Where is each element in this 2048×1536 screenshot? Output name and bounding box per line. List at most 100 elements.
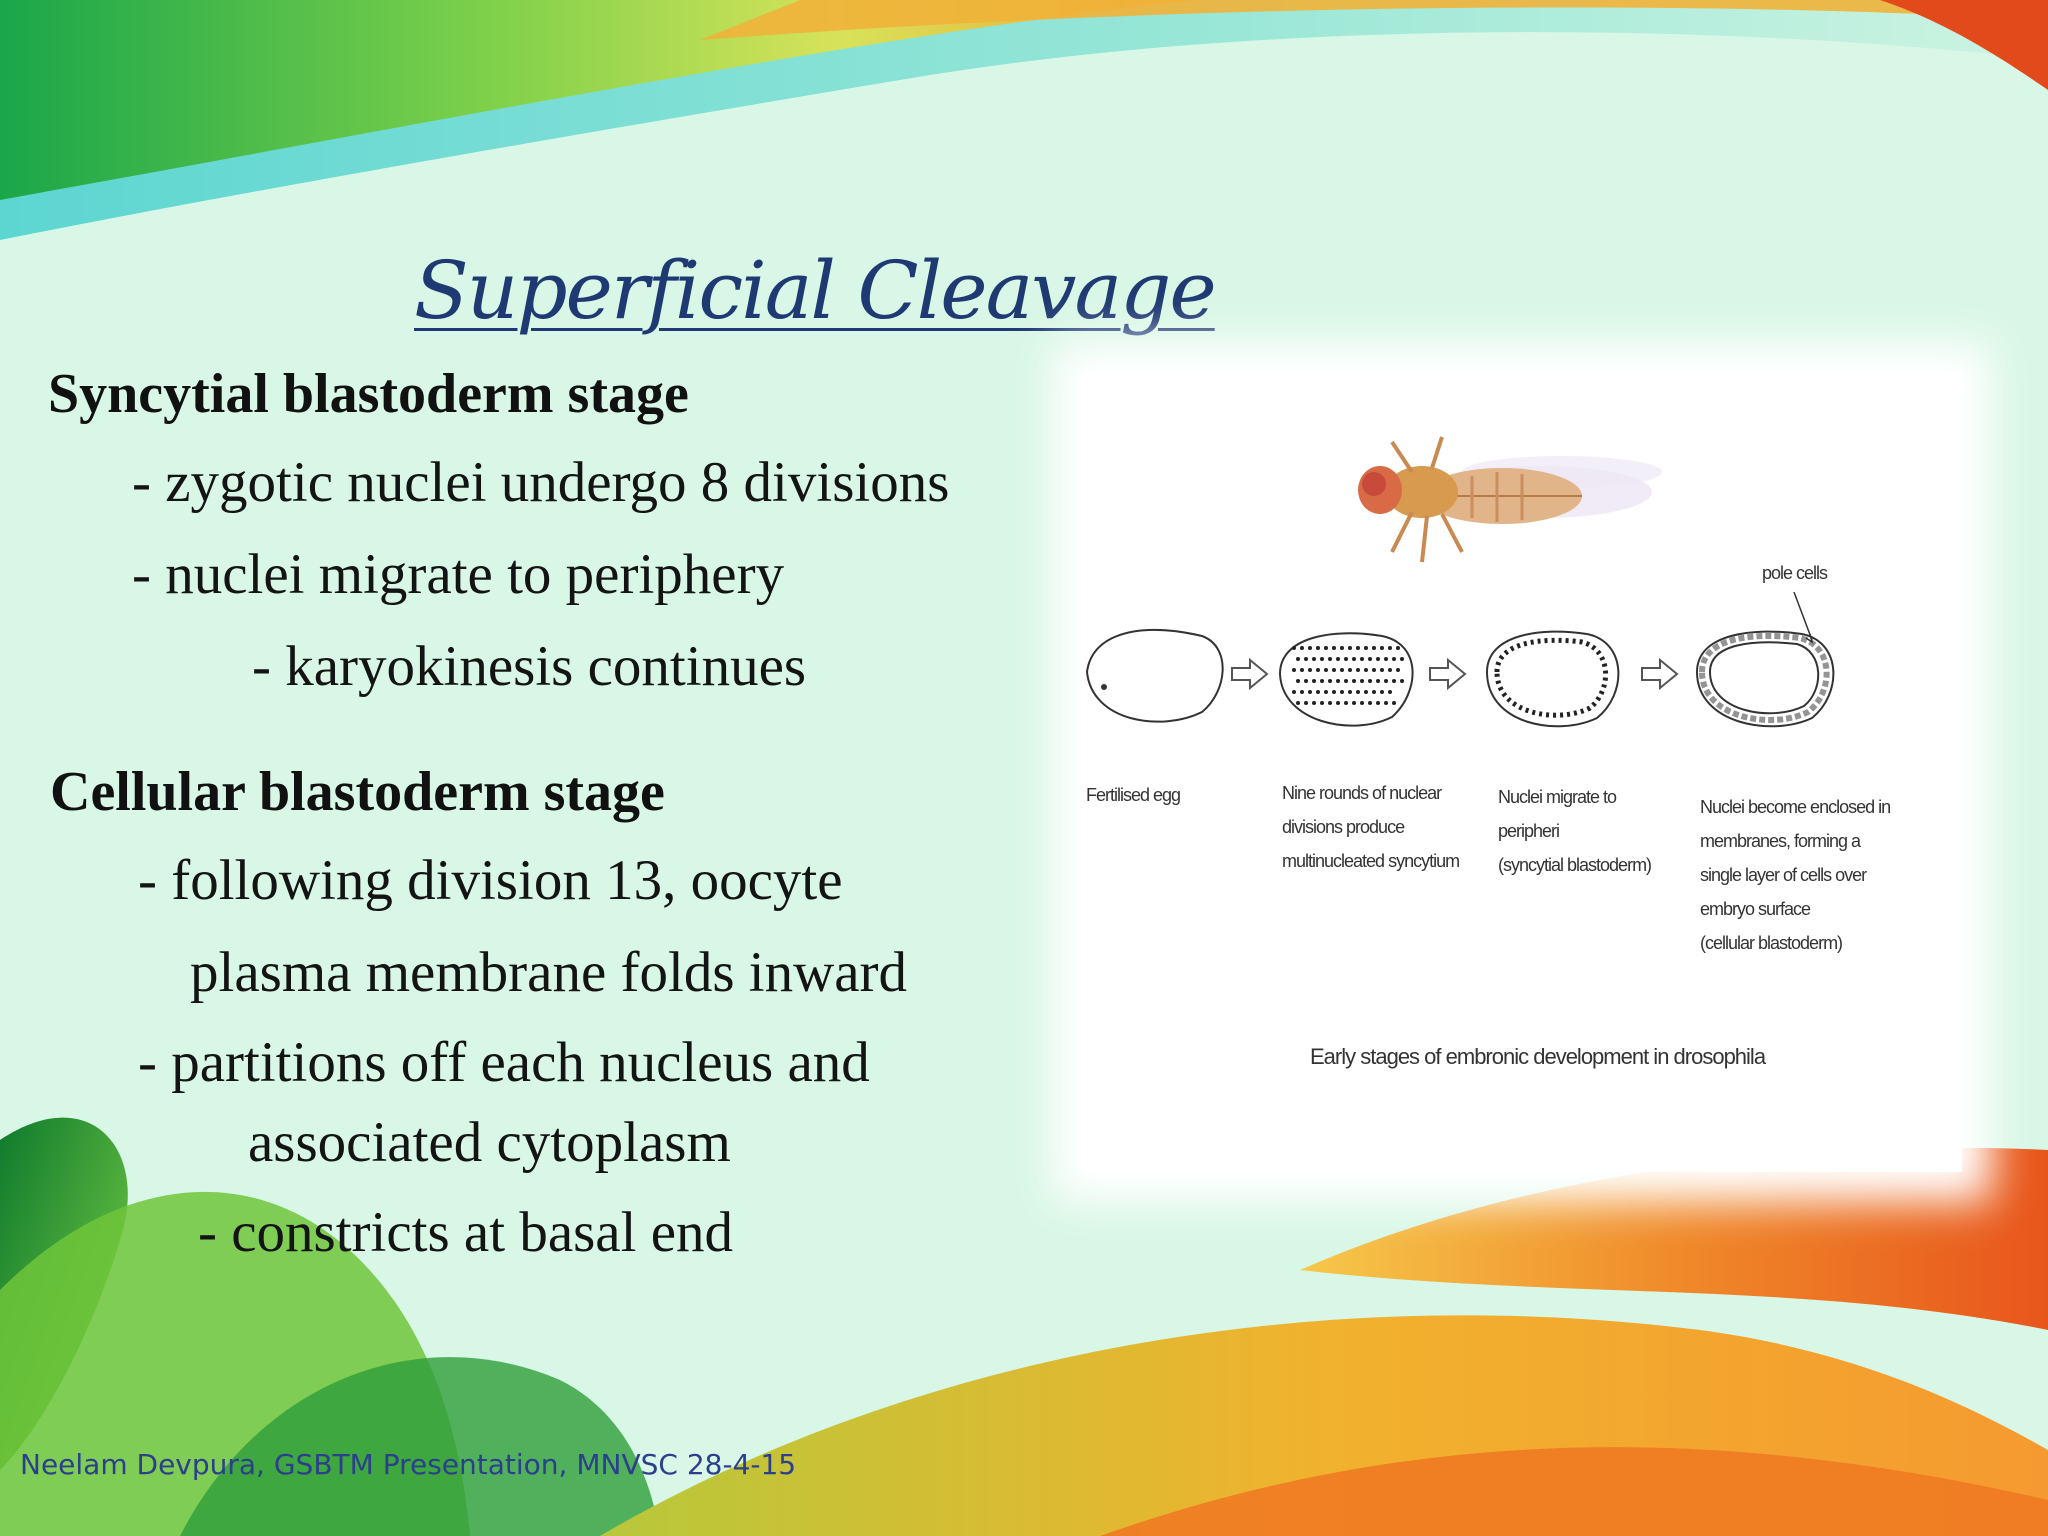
figure-caption: Early stages of embronic development in … [1310,1044,1766,1069]
nucleus-dot [1324,690,1328,694]
nucleus-dot [1332,690,1336,694]
nucleus-dot [1360,679,1364,683]
nucleus-dot [1380,690,1384,694]
embryo-stage-2 [1278,632,1414,727]
bullet-line: - karyokinesis continues [252,635,807,698]
nucleus-dot [1332,646,1336,650]
nucleus-dot [1300,668,1304,672]
slide-title: Superficial Cleavage [414,244,1217,337]
nucleus-dot [1356,668,1360,672]
nucleus-dot [1312,657,1316,661]
nucleus-dot [1380,668,1384,672]
nucleus-dot [1316,668,1320,672]
nucleus-dot [1400,657,1404,661]
nucleus-dot [1368,657,1372,661]
stage-caption: Nuclei migrate to peripheri (syncytial b… [1498,787,1652,875]
nucleus-dot [1356,690,1360,694]
nucleus-dot [1296,657,1300,661]
nucleus-dot [1388,646,1392,650]
nucleus-dot [1392,657,1396,661]
nucleus-dot [1340,646,1344,650]
drosophila-development-figure: pole cells Fertilised egg Nine rounds of… [1082,372,1962,1172]
nucleus-dot [1372,690,1376,694]
nucleus-dot [1392,679,1396,683]
nucleus-dot [1400,679,1404,683]
nucleus-dot [1376,657,1380,661]
embryo-stage-4 [1695,591,1835,728]
nucleus-dot [1352,657,1356,661]
nucleus-dot [1360,701,1364,705]
nucleus-dot [1344,657,1348,661]
nucleus-dot [1396,668,1400,672]
bullet-line: - nuclei migrate to periphery [132,543,785,606]
embryo-stage-3 [1485,630,1620,728]
nucleus-dot [1304,701,1308,705]
nucleus-dot [1292,646,1296,650]
nucleus-dot [1352,679,1356,683]
nucleus-dot [1380,646,1384,650]
stage-caption: Fertilised egg [1086,785,1181,805]
nucleus-dot [1292,690,1296,694]
nucleus-dot [1344,701,1348,705]
nucleus-dot [1388,668,1392,672]
nucleus-dot [1376,679,1380,683]
nucleus-dot [1328,657,1332,661]
bullet-line: - zygotic nuclei undergo 8 divisions [132,451,950,514]
nucleus-dot [1348,646,1352,650]
nucleus-dot [1296,679,1300,683]
arrow-icon [1231,657,1679,691]
section-heading-cellular: Cellular blastoderm stage [50,761,665,823]
nucleus-dot [1312,679,1316,683]
nucleus-dot [1372,646,1376,650]
nucleus-dot [1348,668,1352,672]
figure-illustration [1085,436,1835,728]
fruit-fly-image [1358,436,1662,563]
nucleus-dot [1364,668,1368,672]
nucleus-dot [1324,668,1328,672]
nucleus-dot [1384,679,1388,683]
nucleus-dot [1336,679,1340,683]
nucleus-dot [1304,657,1308,661]
nucleus-dot [1308,690,1312,694]
nucleus-dot [1396,646,1400,650]
nucleus-dot [1368,679,1372,683]
nucleus-dot [1316,646,1320,650]
bullet-line: - partitions off each nucleus and [138,1031,870,1094]
nucleus-dot [1384,701,1388,705]
nucleus-dot [1328,679,1332,683]
nucleus-dot [1372,668,1376,672]
nucleus-dot [1296,701,1300,705]
nucleus-dot [1356,646,1360,650]
bullet-line: plasma membrane folds inward [190,941,908,1004]
bullet-line: - constricts at basal end [198,1201,733,1264]
nucleus-dot [1332,668,1336,672]
bullet-line: - following division 13, oocyte [138,849,843,912]
nucleus-dot [1368,701,1372,705]
embryo-stage-1 [1085,629,1224,723]
footer-credit: Neelam Devpura, GSBTM Presentation, MNVS… [20,1448,797,1481]
nucleus-dot [1376,701,1380,705]
stage-caption: Nine rounds of nuclear divisions produce… [1282,783,1460,871]
nucleus-dot [1360,657,1364,661]
nucleus-dot [1316,690,1320,694]
nucleus-dot [1340,690,1344,694]
nucleus-dot [1336,701,1340,705]
nucleus-dot [1324,646,1328,650]
nucleus-dot [1320,701,1324,705]
nucleus-dot [1320,679,1324,683]
nucleus-dot [1344,679,1348,683]
nucleus-dot [1304,679,1308,683]
section-heading-syncytial: Syncytial blastoderm stage [48,363,689,425]
nucleus-dot [1364,646,1368,650]
stage-caption: Nuclei become enclosed in membranes, for… [1700,797,1891,953]
nucleus-dot [1328,701,1332,705]
nucleus-dot [1300,646,1304,650]
bullet-line: associated cytoplasm [248,1111,731,1174]
nucleus-dot [1320,657,1324,661]
nucleus-dot [1384,657,1388,661]
nucleus-dot [1312,701,1316,705]
nucleus-dot [1340,668,1344,672]
nucleus-dot [1336,657,1340,661]
nucleus-dot [1348,690,1352,694]
nucleus-dot [1364,690,1368,694]
